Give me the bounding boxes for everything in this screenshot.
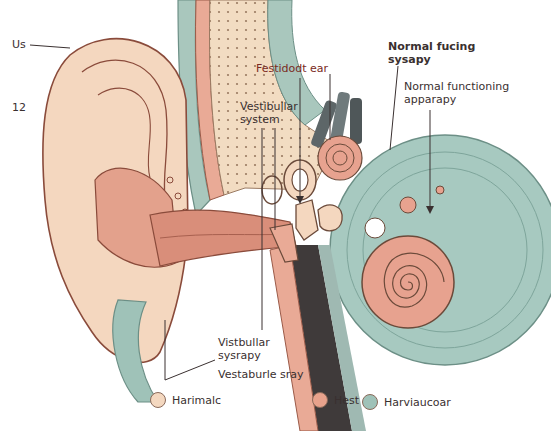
leader-line (390, 66, 398, 150)
part-label: Vestibullar system (240, 100, 320, 126)
legend-swatch (150, 392, 166, 408)
legend-item: Harviaucoar (362, 394, 451, 410)
part-label: 12 (12, 101, 42, 114)
small-circle (436, 186, 444, 194)
leader-line (300, 78, 301, 200)
dot (175, 193, 181, 199)
part-label: Normal fucing sysapy (388, 40, 478, 66)
legend-swatch (362, 394, 378, 410)
leader-line (262, 128, 263, 330)
leader-line (165, 320, 166, 380)
small-circle (365, 218, 385, 238)
legend-item: Hest (312, 392, 359, 408)
antihelix-fold (98, 88, 150, 178)
leader-line (330, 74, 331, 140)
cochlea (362, 236, 454, 328)
small-circle (400, 197, 416, 213)
leader-line (275, 128, 276, 230)
leader-line (165, 360, 215, 380)
legend-item: Harimalc (150, 392, 221, 408)
legend-text: Harimalc (172, 394, 221, 407)
legend-swatch (312, 392, 328, 408)
legend-text: Hest (334, 394, 359, 407)
nerve-bundle (350, 98, 362, 144)
tube-band (270, 245, 318, 431)
leader-line (430, 110, 431, 210)
arrow-head (296, 196, 304, 204)
part-label: Vestaburle sray (218, 368, 318, 381)
ossicle (318, 205, 342, 231)
ring-structure (333, 151, 347, 165)
bone-region (210, 0, 335, 195)
leader-line (30, 45, 70, 48)
ring-structure (318, 136, 362, 180)
cochlea-spiral (384, 253, 444, 307)
legend-text: Harviaucoar (384, 396, 451, 409)
part-label: Festidodt ear (256, 62, 366, 75)
arrow-head (426, 206, 434, 214)
lobe-band (113, 300, 158, 402)
part-label: Normal functioning apparapy (404, 80, 524, 106)
eardrum (270, 224, 298, 262)
semicircular-canal (262, 176, 282, 204)
dot (167, 177, 173, 183)
ossicle (296, 200, 318, 240)
inner-ear-ring (363, 168, 527, 332)
part-label: Vistbullar sysrapy (218, 336, 293, 362)
part-label: Us (12, 38, 42, 51)
inner-ear-ring (347, 152, 543, 348)
canal-line (160, 234, 290, 238)
ring-structure (326, 144, 354, 172)
inner-ear-region (330, 135, 551, 365)
